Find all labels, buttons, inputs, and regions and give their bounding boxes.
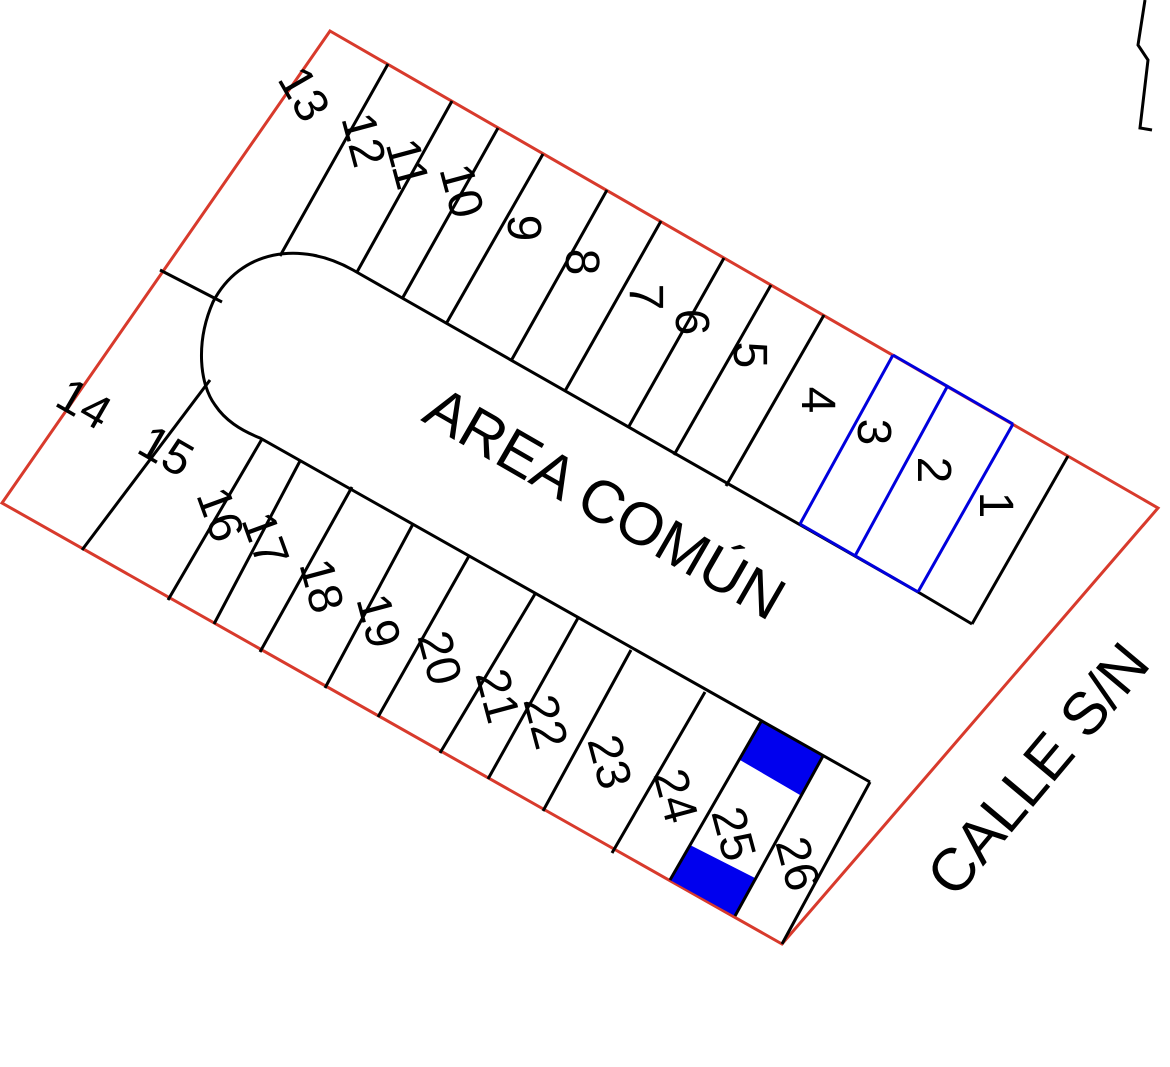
lot-label-13: 13 xyxy=(267,58,340,131)
lot-line-13-14 xyxy=(159,268,223,304)
lot-1-rear xyxy=(917,590,973,626)
bottom-row-lot-lines xyxy=(80,379,872,945)
lot-label-9: 9 xyxy=(497,215,550,242)
street-label: CALLE S/N xyxy=(914,630,1163,908)
lot-label-18: 18 xyxy=(288,553,353,618)
lot-line-21-22 xyxy=(486,617,580,780)
lot-line-3-2 xyxy=(853,386,949,557)
lot-line-15-16 xyxy=(166,438,264,601)
lot-label-20: 20 xyxy=(406,625,471,690)
lot-line-20-21 xyxy=(438,593,537,754)
lot-3-2-frontage-top xyxy=(892,353,1014,426)
lot-label-19: 19 xyxy=(345,588,410,653)
lot-label-23: 23 xyxy=(576,729,641,794)
lot-label-6: 6 xyxy=(665,309,718,336)
lot-line-23-24 xyxy=(610,691,707,854)
lot-label-5: 5 xyxy=(723,342,776,369)
lot-line-10-9 xyxy=(444,153,545,325)
lot-line-14-15 xyxy=(80,379,212,551)
lot-line-18-19 xyxy=(323,523,415,689)
area-comun-outline xyxy=(199,251,919,784)
lot-line-9-8 xyxy=(509,189,609,362)
lot-line-12-11 xyxy=(355,100,454,273)
lot-line-2-1 xyxy=(916,423,1015,593)
lot-label-1: 1 xyxy=(969,492,1022,519)
lot-line-22-23 xyxy=(541,649,633,812)
highlighted-lot-lines xyxy=(798,353,1015,594)
lot-line-19-20 xyxy=(376,555,471,718)
lot-line-26-east xyxy=(780,781,872,945)
lot-line-24-25 xyxy=(668,719,764,881)
lot-25-bottom-block xyxy=(670,845,755,916)
lot-label-15: 15 xyxy=(129,415,202,488)
top-row-lot-lines xyxy=(159,63,1070,626)
lot-label-8: 8 xyxy=(555,249,608,276)
lot-label-2: 2 xyxy=(907,457,960,484)
lot-line-11-10 xyxy=(400,127,500,300)
lot-25-top-block xyxy=(740,720,823,795)
lot-label-7: 7 xyxy=(619,284,672,311)
lot-3-2-frontage-bottom xyxy=(799,522,919,594)
lot-label-3: 3 xyxy=(847,419,900,446)
neighbor-structure-fragment xyxy=(1136,0,1153,132)
lot-label-24: 24 xyxy=(642,763,707,828)
lot-line-25-26 xyxy=(733,755,825,917)
lot-line-8-7 xyxy=(563,220,663,392)
lot-line-16-17 xyxy=(212,460,302,625)
lot-label-14: 14 xyxy=(47,368,120,441)
lot-line-1-east xyxy=(970,455,1070,625)
lot-line-4-3 xyxy=(798,354,895,525)
lot-label-4: 4 xyxy=(791,387,844,414)
lot-line-6-5 xyxy=(672,284,773,456)
lot-label-10: 10 xyxy=(428,158,493,223)
lot-line-17-18 xyxy=(258,486,354,653)
lot-line-7-6 xyxy=(626,257,726,429)
lot-label-26: 26 xyxy=(764,831,829,896)
lot-line-5-4 xyxy=(724,314,826,487)
lot-line-13-12 xyxy=(278,63,390,257)
